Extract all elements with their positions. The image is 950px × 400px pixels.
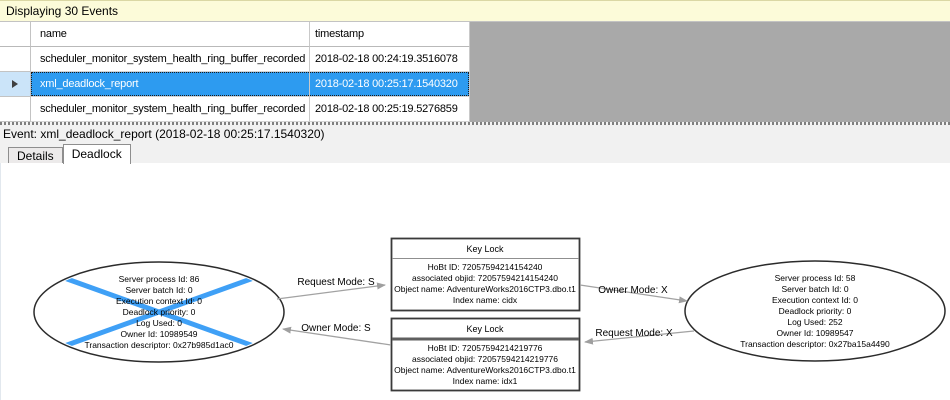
- grid-header-row: name timestamp: [0, 22, 470, 47]
- node-line: Log Used: 0: [136, 318, 182, 328]
- node-line: Index name: idx1: [452, 376, 518, 386]
- edge-label-owner-x: Owner Mode: X: [598, 285, 668, 296]
- event-name-cell[interactable]: scheduler_monitor_system_health_ring_buf…: [31, 47, 310, 72]
- node-line: Object name: AdventureWorks2016CTP3.dbo.…: [394, 365, 576, 375]
- node-line: Server process Id: 86: [118, 274, 200, 284]
- row-selector-cell[interactable]: [0, 47, 31, 72]
- edge-owner-s: [282, 326, 392, 346]
- deadlock-graph-canvas: [33, 237, 946, 392]
- current-row-arrow-icon: [12, 80, 18, 88]
- deadlock-graph-pane: Server process Id: 86 Server batch Id: 0…: [0, 163, 950, 400]
- edge-owner-x: [579, 284, 688, 304]
- node-line: Server batch Id: 0: [125, 285, 193, 295]
- lock-node-bottom[interactable]: [390, 317, 581, 392]
- table-row-selected[interactable]: xml_deadlock_report 2018-02-18 00:25:17.…: [0, 72, 470, 97]
- victim-node-text: Server process Id: 86 Server batch Id: 0…: [44, 274, 274, 351]
- event-timestamp-cell[interactable]: 2018-02-18 00:24:19.3516078: [310, 47, 470, 72]
- node-line: Server process Id: 58: [774, 273, 856, 283]
- splitter-handle[interactable]: [0, 122, 950, 125]
- column-header-timestamp[interactable]: timestamp: [310, 22, 470, 47]
- node-line: Index name: cidx: [452, 295, 518, 305]
- event-timestamp-cell[interactable]: 2018-02-18 00:25:19.5276859: [310, 97, 470, 122]
- tab-deadlock[interactable]: Deadlock: [62, 144, 131, 164]
- node-line: HoBt ID: 72057594214219776: [427, 343, 543, 353]
- edge-request-s: [276, 282, 386, 300]
- process-node-survivor[interactable]: [684, 260, 946, 362]
- survivor-node-text: Server process Id: 58 Server batch Id: 0…: [700, 273, 930, 350]
- tab-details[interactable]: Details: [8, 147, 63, 163]
- node-line: associated objid: 72057594214219776: [411, 354, 559, 364]
- edge-request-x: [584, 330, 695, 345]
- node-line: Owner Id: 10989549: [120, 329, 198, 339]
- event-timestamp-cell[interactable]: 2018-02-18 00:25:17.1540320: [310, 72, 470, 97]
- node-line: Execution context Id: 0: [116, 296, 202, 306]
- row-selector-cell[interactable]: [0, 97, 31, 122]
- node-line: HoBt ID: 72057594214154240: [427, 262, 543, 272]
- lock-top-text: HoBt ID: 72057594214154240 associated ob…: [393, 262, 577, 306]
- event-name-cell[interactable]: xml_deadlock_report: [31, 72, 310, 97]
- node-line: Execution context Id: 0: [772, 295, 858, 305]
- edge-label-request-x: Request Mode: X: [595, 328, 673, 339]
- lock-bottom-title: Key Lock: [466, 324, 504, 334]
- events-grid: name timestamp scheduler_monitor_system_…: [0, 22, 950, 122]
- events-count-bar: Displaying 30 Events: [0, 0, 950, 22]
- edge-label-request-s: Request Mode: S: [297, 277, 375, 288]
- event-name-cell[interactable]: scheduler_monitor_system_health_ring_buf…: [31, 97, 310, 122]
- node-line: Server batch Id: 0: [781, 284, 849, 294]
- node-line: Log Used: 252: [787, 317, 843, 327]
- selected-event-label: Event: xml_deadlock_report (2018-02-18 0…: [0, 125, 950, 144]
- node-line: Owner Id: 10989547: [776, 328, 854, 338]
- edge-label-owner-s: Owner Mode: S: [301, 323, 371, 334]
- node-line: Deadlock priority: 0: [778, 306, 852, 316]
- node-line: Transaction descriptor: 0x27ba15a4490: [740, 339, 890, 349]
- table-row[interactable]: scheduler_monitor_system_health_ring_buf…: [0, 47, 470, 72]
- node-line: Transaction descriptor: 0x27b985d1ac0: [84, 340, 234, 350]
- victim-cross-icon: [36, 264, 282, 360]
- lock-bottom-text: HoBt ID: 72057594214219776 associated ob…: [393, 343, 577, 387]
- tab-strip: Details Deadlock: [0, 144, 950, 164]
- row-selector-cell[interactable]: [0, 72, 31, 97]
- node-line: Object name: AdventureWorks2016CTP3.dbo.…: [394, 284, 576, 294]
- column-header-name[interactable]: name: [31, 22, 310, 47]
- lock-node-top[interactable]: [390, 237, 581, 312]
- grid-corner-cell: [0, 22, 31, 47]
- node-line: Deadlock priority: 0: [122, 307, 196, 317]
- node-line: associated objid: 72057594214154240: [411, 273, 559, 283]
- table-row[interactable]: scheduler_monitor_system_health_ring_buf…: [0, 97, 470, 122]
- lock-top-title: Key Lock: [466, 244, 504, 254]
